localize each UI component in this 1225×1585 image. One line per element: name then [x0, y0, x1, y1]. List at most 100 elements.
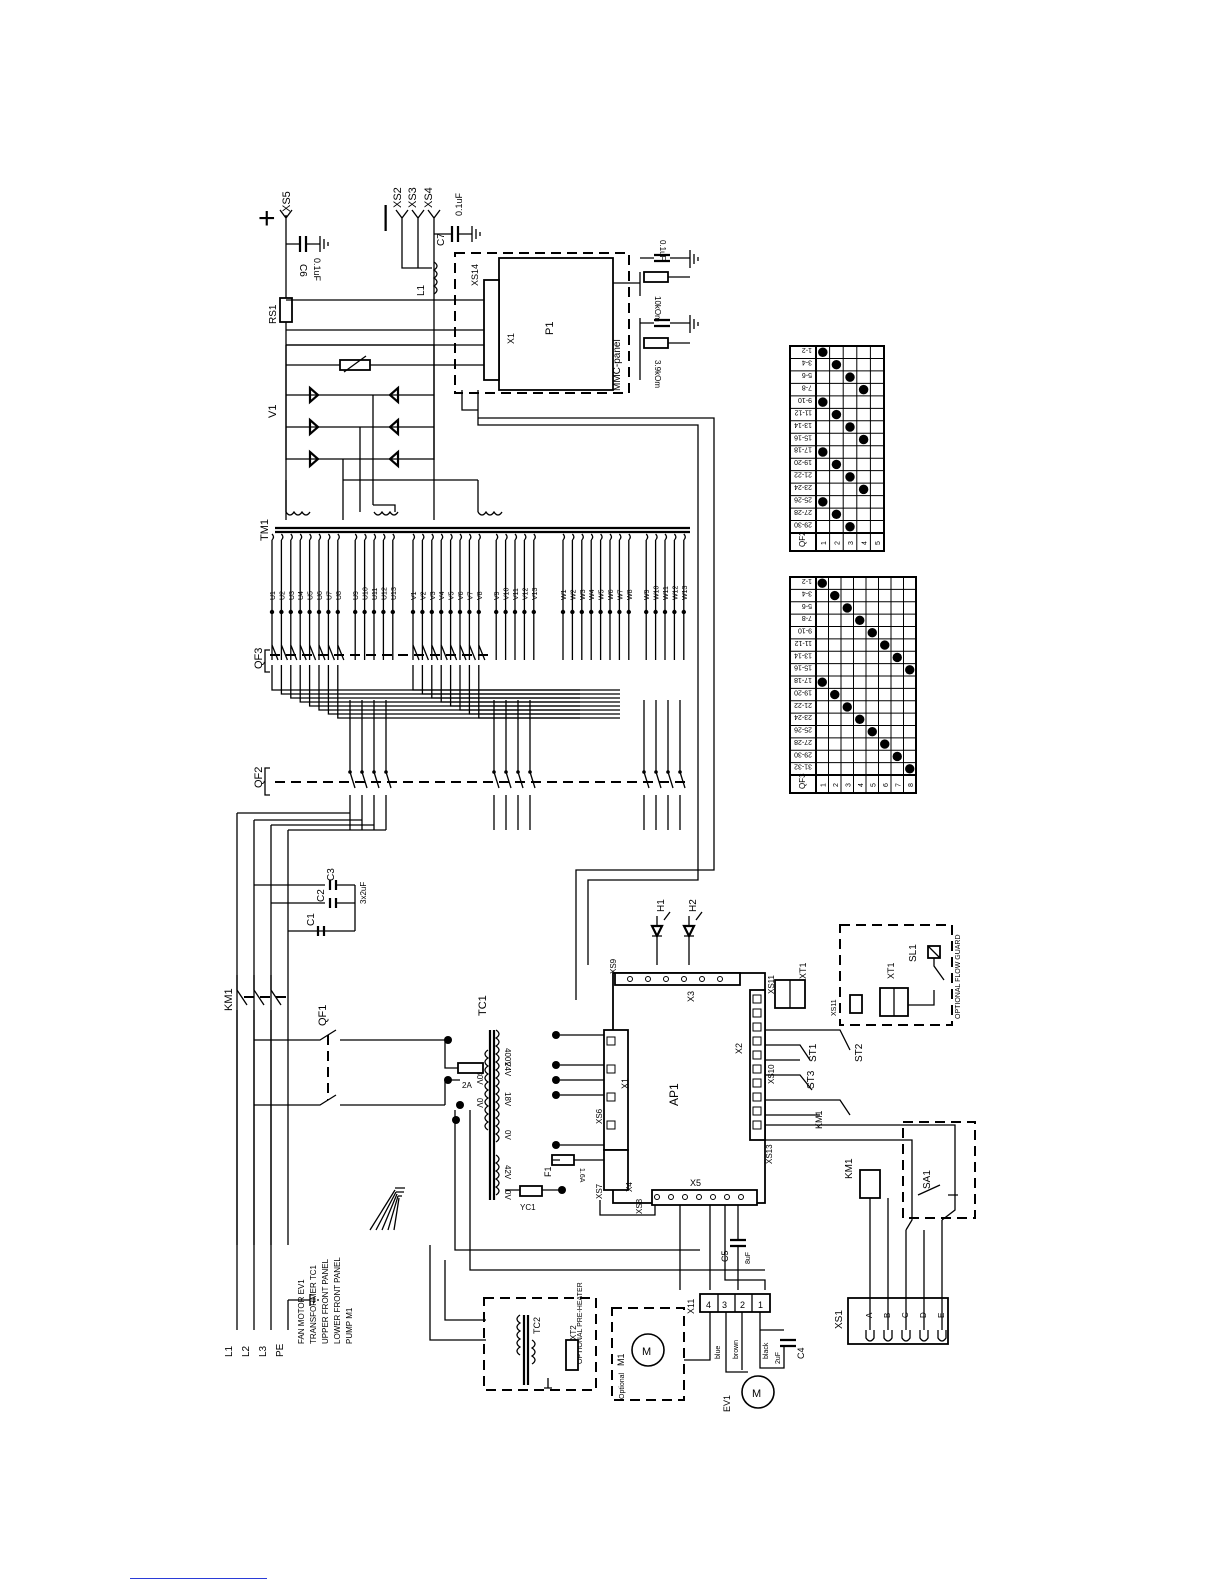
- ground-note-lower: LOWER FRONT PANEL: [333, 1257, 342, 1344]
- xs1-pin-label: A: [865, 1312, 874, 1318]
- ground-note-pump: PUMP M1: [345, 1307, 354, 1344]
- control-board-ap1: AP1 X1 XS6 X2 X3 X4 XS7 X5 XS8 XS9 XS10 …: [595, 958, 776, 1214]
- tm1-secondary-coils: [285, 510, 503, 516]
- tm1-tap-terminal: [589, 609, 594, 615]
- tm1-tap-wire: [271, 533, 275, 660]
- table-contact-dot: [905, 665, 915, 675]
- flow-xt1-label: XT1: [886, 962, 896, 979]
- indicators-h1-h2: H1 H2: [650, 899, 703, 965]
- tc1-tap-0v-2: 0V: [503, 1130, 512, 1140]
- table-contact-label: 5-6: [802, 602, 812, 609]
- pre-heater-label: OPTIONAL PRE-HEATER: [577, 1282, 584, 1364]
- phase-pe: PE: [275, 1343, 286, 1357]
- tm1-tap-label: U12: [381, 587, 388, 600]
- ap1-x5-pin: [724, 1194, 730, 1200]
- table-position-label: 8: [908, 783, 915, 787]
- table-contact-label: 27-28: [794, 738, 812, 745]
- xs1-pin-label: B: [883, 1313, 892, 1318]
- tc1-terminal-dot: [552, 1141, 560, 1149]
- xs1-pin-shape: [901, 1330, 911, 1342]
- table-contact-dot: [858, 384, 869, 395]
- phase-l3: L3: [258, 1345, 269, 1357]
- qf2-contact-terminal: [666, 770, 670, 774]
- qf2-contact: [349, 700, 356, 830]
- m1-symbol: M: [642, 1346, 651, 1358]
- xs7-label: XS7: [595, 1183, 604, 1199]
- xs5-label: XS5: [281, 191, 293, 212]
- capacitor-c6: C6 0.1uF: [285, 235, 329, 300]
- table-contact-dot: [830, 590, 840, 601]
- qf2-contact: [655, 700, 662, 830]
- table-position-label: 3: [845, 783, 852, 787]
- mmc-panel-label: MMC-panel: [612, 339, 623, 391]
- m1-label: M1: [616, 1353, 626, 1366]
- tm1-tap-label: U13: [391, 587, 398, 600]
- tm1-tap-wire: [581, 533, 584, 660]
- tm1-tap-label: W13: [682, 586, 689, 601]
- table-position-label: 2: [834, 541, 841, 545]
- table-contact-dot: [817, 677, 827, 687]
- qf2-contact-terminal: [516, 770, 520, 774]
- table-contact-label: 1-2: [802, 577, 812, 584]
- tm1-tap-wire: [337, 533, 340, 660]
- tc1-terminal-dot: [456, 1101, 464, 1109]
- xs1-pin-shape: [865, 1330, 875, 1342]
- tm1-tap-wire: [562, 533, 566, 660]
- tm1-tap-terminal: [476, 609, 481, 615]
- tm1-tap-wire: [308, 533, 312, 660]
- tm1-tap-terminal: [653, 609, 658, 615]
- table-contact-dot: [817, 578, 827, 588]
- tc1-tap-42v: 42V: [503, 1165, 512, 1180]
- tm1-tap-label: U2: [279, 591, 286, 600]
- tm1-tap-terminal: [298, 609, 303, 615]
- tm1-tap-wire: [504, 533, 508, 660]
- table-position-label: 3: [848, 541, 855, 545]
- table-contact-dot: [880, 640, 890, 650]
- qf3-contact: [412, 644, 580, 691]
- xs9-label: XS9: [609, 958, 618, 974]
- table-contact-dot: [867, 726, 877, 737]
- tm1-tap-label: U7: [326, 591, 333, 600]
- km1-coil-label: KM1: [844, 1158, 855, 1179]
- tm1-tap-terminal: [531, 609, 536, 615]
- tc1-terminal-dot: [444, 1076, 452, 1084]
- tm1-tap-label: V9: [494, 591, 501, 600]
- xs10-label: XS10: [767, 1064, 776, 1084]
- qf2-contact: [373, 700, 380, 830]
- tm1-tap-label: V2: [420, 591, 427, 600]
- c6-label: C6: [297, 264, 308, 277]
- qf3-contact: [449, 644, 580, 707]
- table-position-label: 1: [820, 783, 827, 787]
- tm1-tap-terminal: [457, 609, 463, 615]
- ap1-x1-pin: [606, 1036, 616, 1046]
- table-position-label: 6: [883, 783, 890, 787]
- p1-x1-label: X1: [506, 333, 516, 344]
- qf2-contact-terminal: [372, 770, 376, 774]
- ap1-x2-label: X2: [734, 1043, 744, 1054]
- table-contact-label: 19-20: [794, 688, 812, 695]
- tm1-tap-label: W5: [599, 589, 606, 600]
- tm1-tap-terminal: [579, 609, 584, 615]
- table-contact-label: 9-10: [798, 627, 812, 634]
- qf2-contacts: [348, 700, 686, 830]
- qf2-contact-terminal: [642, 770, 646, 774]
- tm1-tap-label: V3: [430, 591, 437, 600]
- tm1-tap-terminal: [598, 609, 603, 615]
- negative-sign: |: [382, 200, 389, 231]
- capacitors-c1-c3: C3 C2 C1 3x2uF: [254, 868, 368, 936]
- tm1-tap-wire: [421, 533, 425, 660]
- tm1-tap-label: W12: [672, 586, 679, 601]
- xs1-pin-label: E: [937, 1313, 946, 1318]
- ap1-x2-pin: [752, 1050, 762, 1060]
- tc1-terminal-dot: [444, 1036, 452, 1044]
- table-contact-dot: [845, 372, 855, 382]
- rectifier-bridge-v1: V1: [267, 344, 435, 520]
- tm1-tap-terminal: [288, 609, 293, 615]
- thermal-switches: ST1 ST2 ST3: [765, 1029, 865, 1091]
- valve-yc1: YC1: [519, 1185, 543, 1212]
- ap1-x3-pin: [699, 976, 705, 982]
- tm1-tap-wire: [533, 533, 536, 660]
- c4-label: C4: [796, 1347, 806, 1359]
